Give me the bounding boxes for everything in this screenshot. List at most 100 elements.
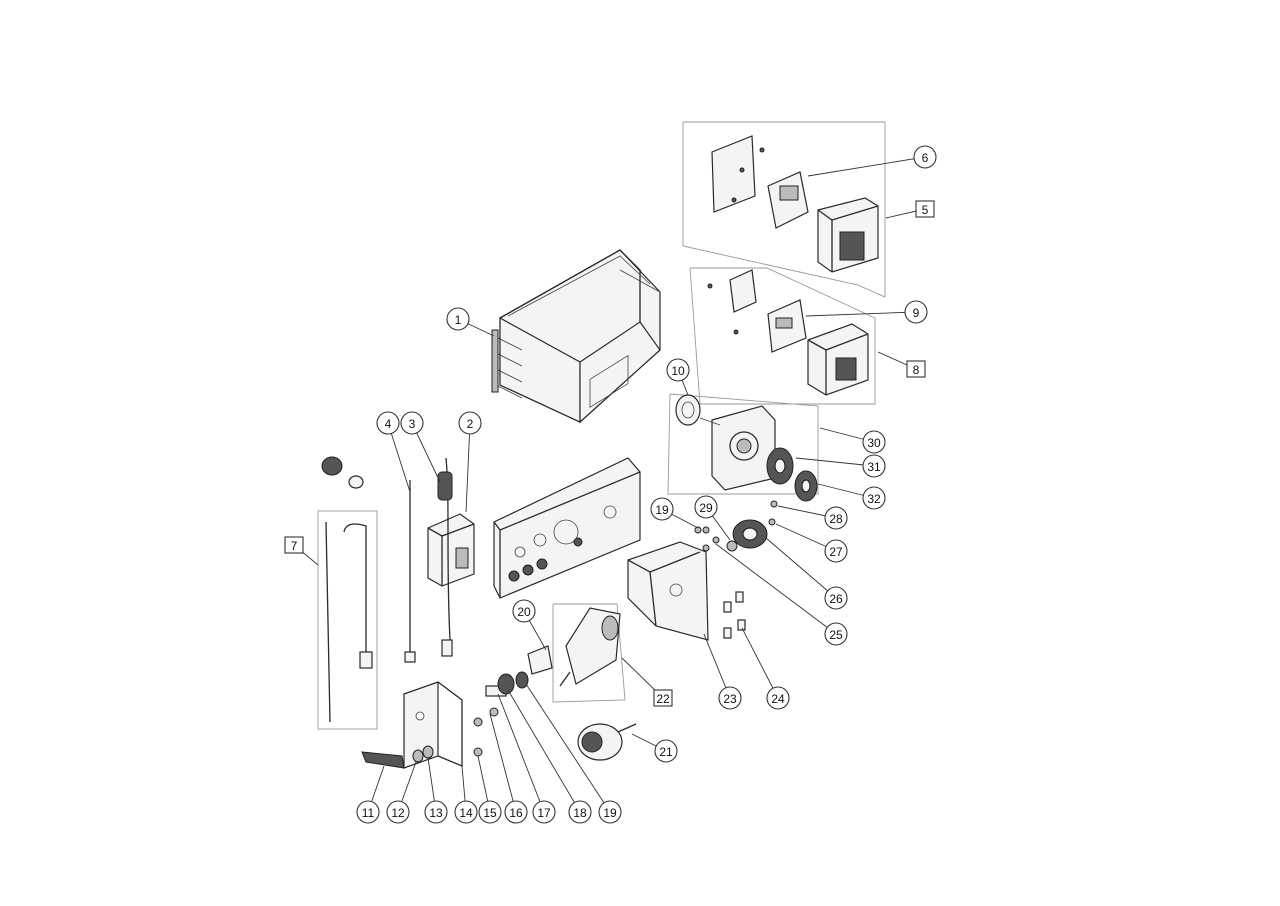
part-4-cable <box>404 480 416 663</box>
part-25-nuts <box>702 526 720 552</box>
callout-28: 28 <box>824 506 848 530</box>
part-31-gear <box>766 447 794 485</box>
callout-3-marker <box>400 411 424 435</box>
callout-23-marker <box>718 686 742 710</box>
callout-17-label: 17 <box>537 806 551 820</box>
callout-8-marker <box>906 360 926 378</box>
callout-10-marker <box>666 358 690 382</box>
callout-32-label: 32 <box>867 492 881 506</box>
callout-5-marker <box>915 200 935 218</box>
callout-20-marker <box>512 599 536 623</box>
callout-15-marker <box>478 800 502 824</box>
callout-28-label: 28 <box>829 512 843 526</box>
callout-11: 11 <box>356 800 380 824</box>
callout-6: 6 <box>913 145 937 169</box>
callout-2: 2 <box>458 411 482 435</box>
part-15-19-fasteners <box>473 671 529 757</box>
callout-25-marker <box>824 622 848 646</box>
part-10-gear <box>675 394 701 426</box>
callout-8-label: 8 <box>913 363 920 377</box>
leader-line-16 <box>489 713 517 813</box>
callout-2-marker <box>458 411 482 435</box>
leader-line-31 <box>795 457 875 467</box>
callout-23-label: 23 <box>723 692 737 706</box>
leader-line-4 <box>387 422 411 493</box>
callout-19-marker <box>650 497 674 521</box>
callout-10-label: 10 <box>671 364 685 378</box>
callout-30-label: 30 <box>867 436 881 450</box>
callout-18: 18 <box>568 800 592 824</box>
leader-line-9 <box>805 311 917 317</box>
leader-line-19 <box>525 683 611 813</box>
callout-19: 19 <box>598 800 622 824</box>
callout-19-marker <box>598 800 622 824</box>
callout-14-label: 14 <box>459 806 473 820</box>
back-plate <box>493 457 641 599</box>
part-23-bracket <box>627 541 709 641</box>
callout-31-label: 31 <box>867 460 881 474</box>
callout-6-marker <box>913 145 937 169</box>
callout-22-marker <box>653 689 673 707</box>
callout-27: 27 <box>824 539 848 563</box>
callout-9: 9 <box>904 300 928 324</box>
part-32-gear <box>794 470 818 502</box>
callout-1-marker <box>446 307 470 331</box>
part-29-washer <box>726 540 738 552</box>
callout-14-marker <box>454 800 478 824</box>
callout-15-label: 15 <box>483 806 497 820</box>
callout-12-marker <box>386 800 410 824</box>
callout-17-marker <box>532 800 556 824</box>
callout-4-label: 4 <box>385 417 392 431</box>
callout-21: 21 <box>654 739 678 763</box>
callout-10: 10 <box>666 358 690 382</box>
callout-20-label: 20 <box>517 605 531 619</box>
callout-24-label: 24 <box>771 692 785 706</box>
part-26-cam <box>732 519 768 549</box>
part-3-power-cord <box>437 457 453 657</box>
callout-7-marker <box>284 536 304 554</box>
callout-20: 20 <box>512 599 536 623</box>
callout-14: 14 <box>454 800 478 824</box>
callout-29-label: 29 <box>699 501 713 515</box>
callout-16-marker <box>504 800 528 824</box>
callout-11-marker <box>356 800 380 824</box>
callout-13-label: 13 <box>429 806 443 820</box>
part-2-transformer <box>427 513 475 587</box>
callout-4: 4 <box>376 411 400 435</box>
callout-13: 13 <box>424 800 448 824</box>
callout-5: 5 <box>915 200 935 218</box>
part-20-fitting <box>527 645 553 675</box>
callout-16-label: 16 <box>509 806 523 820</box>
leader-line-6 <box>807 156 926 177</box>
callout-3: 3 <box>400 411 424 435</box>
leader-line-2 <box>465 422 471 513</box>
callout-12: 12 <box>386 800 410 824</box>
callout-24-marker <box>766 686 790 710</box>
callout-6-label: 6 <box>922 151 929 165</box>
part-19-nut-upper <box>694 526 702 534</box>
callout-13-marker <box>424 800 448 824</box>
leader-line-17 <box>497 693 545 813</box>
callout-5-label: 5 <box>922 203 929 217</box>
strain-relief-fittings <box>321 456 364 489</box>
part-7-probe <box>325 521 373 723</box>
callout-2-label: 2 <box>467 417 474 431</box>
callout-18-marker <box>568 800 592 824</box>
callout-19: 19 <box>650 497 674 521</box>
callout-17: 17 <box>532 800 556 824</box>
callout-26-marker <box>824 586 848 610</box>
part-24-spacers <box>723 591 746 639</box>
callout-28-marker <box>824 506 848 530</box>
leader-line-25 <box>715 543 837 635</box>
callout-30: 30 <box>862 430 886 454</box>
callout-3-label: 3 <box>409 417 416 431</box>
callout-23: 23 <box>718 686 742 710</box>
part-21-motor <box>577 723 637 761</box>
group-box-outlines <box>317 121 886 730</box>
callout-7: 7 <box>284 536 304 554</box>
callout-9-label: 9 <box>913 306 920 320</box>
part-6-front-panel <box>711 135 809 229</box>
callout-29: 29 <box>694 495 718 519</box>
